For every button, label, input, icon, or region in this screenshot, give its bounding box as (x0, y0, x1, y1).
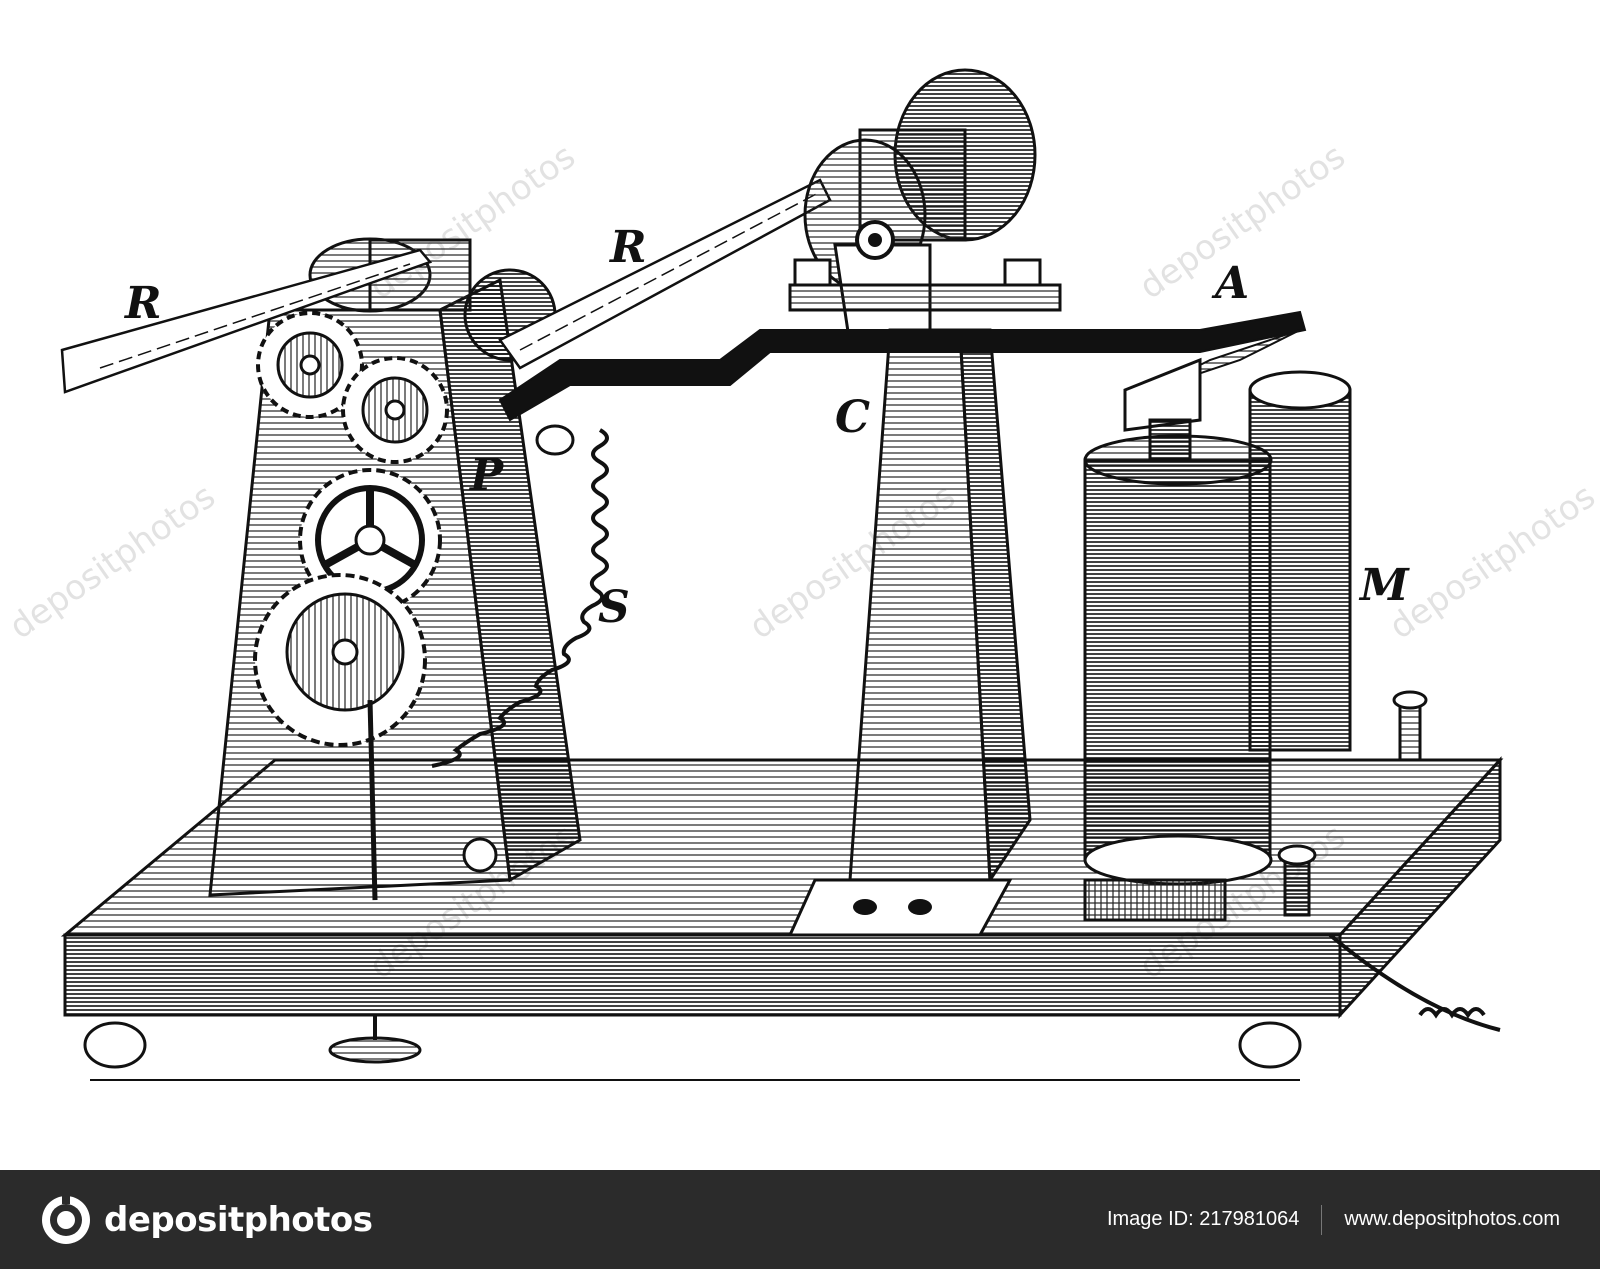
label-R-tape-middle: R (608, 222, 647, 273)
terminals (1277, 690, 1501, 1032)
electromagnet (1083, 370, 1352, 922)
return-spring (431, 424, 609, 768)
part-labels: R R A C P S M (123, 222, 1410, 633)
brand: depositphotos (40, 1193, 373, 1246)
footer-divider (1321, 1204, 1323, 1235)
telegraph-register-illustration: depositphotos depositphotos depositphoto… (2, 68, 1600, 1081)
gear-train (253, 311, 449, 901)
label-P-pen: P (468, 450, 505, 501)
footer-info: Image ID: 217981064 www.depositphotos.co… (1106, 1204, 1560, 1235)
depositphotos-logo-icon (42, 1193, 90, 1244)
stock-footer-bar: depositphotos Image ID: 217981064 www.de… (0, 1170, 1600, 1269)
image-id: Image ID: 217981064 (1106, 1208, 1300, 1230)
label-R-tape-left: R (123, 278, 162, 329)
tape-reel (803, 68, 1037, 347)
website-link[interactable]: www.depositphotos.com (1344, 1208, 1560, 1230)
label-S-spring: S (598, 582, 630, 633)
watermark-text: depositphotos (1382, 476, 1600, 647)
paper-tape (60, 178, 832, 394)
armature-lever (498, 310, 1307, 432)
gear (341, 356, 449, 464)
watermark-text: depositphotos (2, 476, 222, 647)
gear (256, 311, 364, 419)
ratchet-wheel (253, 573, 427, 747)
brand-name: depositphotos (104, 1199, 373, 1240)
label-C-pivot: C (835, 392, 870, 443)
label-A-armature: A (1211, 258, 1249, 309)
label-M-magnet: M (1358, 560, 1410, 611)
